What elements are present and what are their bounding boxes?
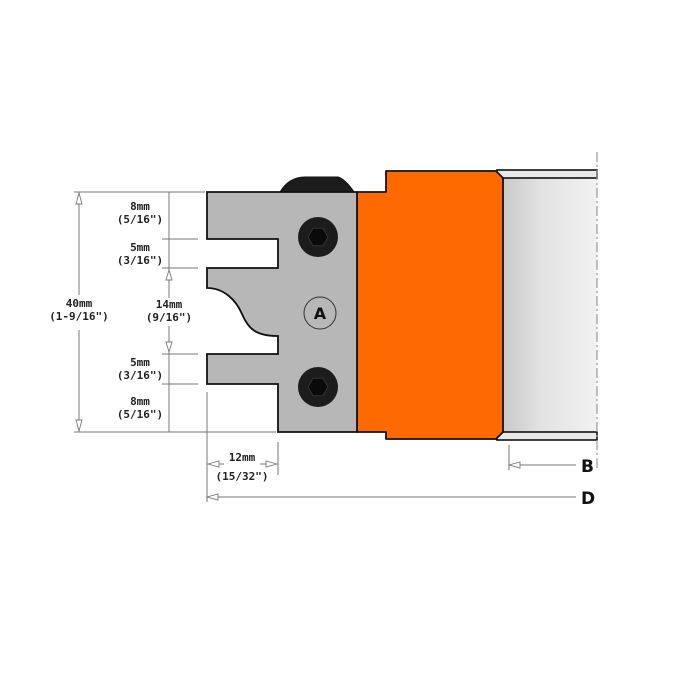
svg-text:5mm: 5mm [130, 356, 150, 369]
dim-bottom-tooth: 8mm (5/16") [117, 395, 163, 421]
cutter-body [356, 170, 504, 440]
dim-bore-b: B [507, 457, 594, 477]
svg-text:40mm: 40mm [66, 297, 93, 310]
gib-cap [279, 176, 355, 193]
svg-text:14mm: 14mm [156, 298, 183, 311]
svg-text:B: B [581, 457, 594, 477]
knife-label: A [314, 304, 327, 323]
svg-text:(1-9/16"): (1-9/16") [49, 310, 109, 323]
extension-lines [74, 191, 510, 502]
arrow-up [165, 268, 173, 281]
dim-diameter-d: D [205, 489, 595, 509]
svg-text:8mm: 8mm [130, 395, 150, 408]
dim-upper-slot: 5mm (3/16") [117, 241, 163, 267]
svg-text:8mm: 8mm [130, 200, 150, 213]
dim-slot-depth: 12mm (15/32") [206, 451, 279, 483]
svg-text:(15/32"): (15/32") [216, 470, 269, 483]
knife-label-circle [303, 296, 337, 330]
svg-text:(5/16"): (5/16") [117, 408, 163, 421]
dim-top-tooth: 8mm (5/16") [108, 198, 168, 226]
screw-top-icon [298, 217, 338, 257]
dim-overall-height: 40mm (1-9/16") [49, 191, 109, 433]
dim-lower-slot: 5mm (3/16") [117, 356, 163, 382]
dim-middle-profile: 14mm (9/16") [138, 298, 200, 326]
arrow-down [165, 341, 173, 354]
svg-text:(9/16"): (9/16") [146, 311, 192, 324]
screw-bottom-icon [298, 367, 338, 407]
svg-text:(3/16"): (3/16") [117, 369, 163, 382]
svg-text:5mm: 5mm [130, 241, 150, 254]
svg-text:D: D [581, 489, 595, 509]
bore-section [496, 152, 598, 470]
svg-text:(3/16"): (3/16") [117, 254, 163, 267]
svg-text:12mm: 12mm [229, 451, 256, 464]
svg-text:(5/16"): (5/16") [117, 213, 163, 226]
